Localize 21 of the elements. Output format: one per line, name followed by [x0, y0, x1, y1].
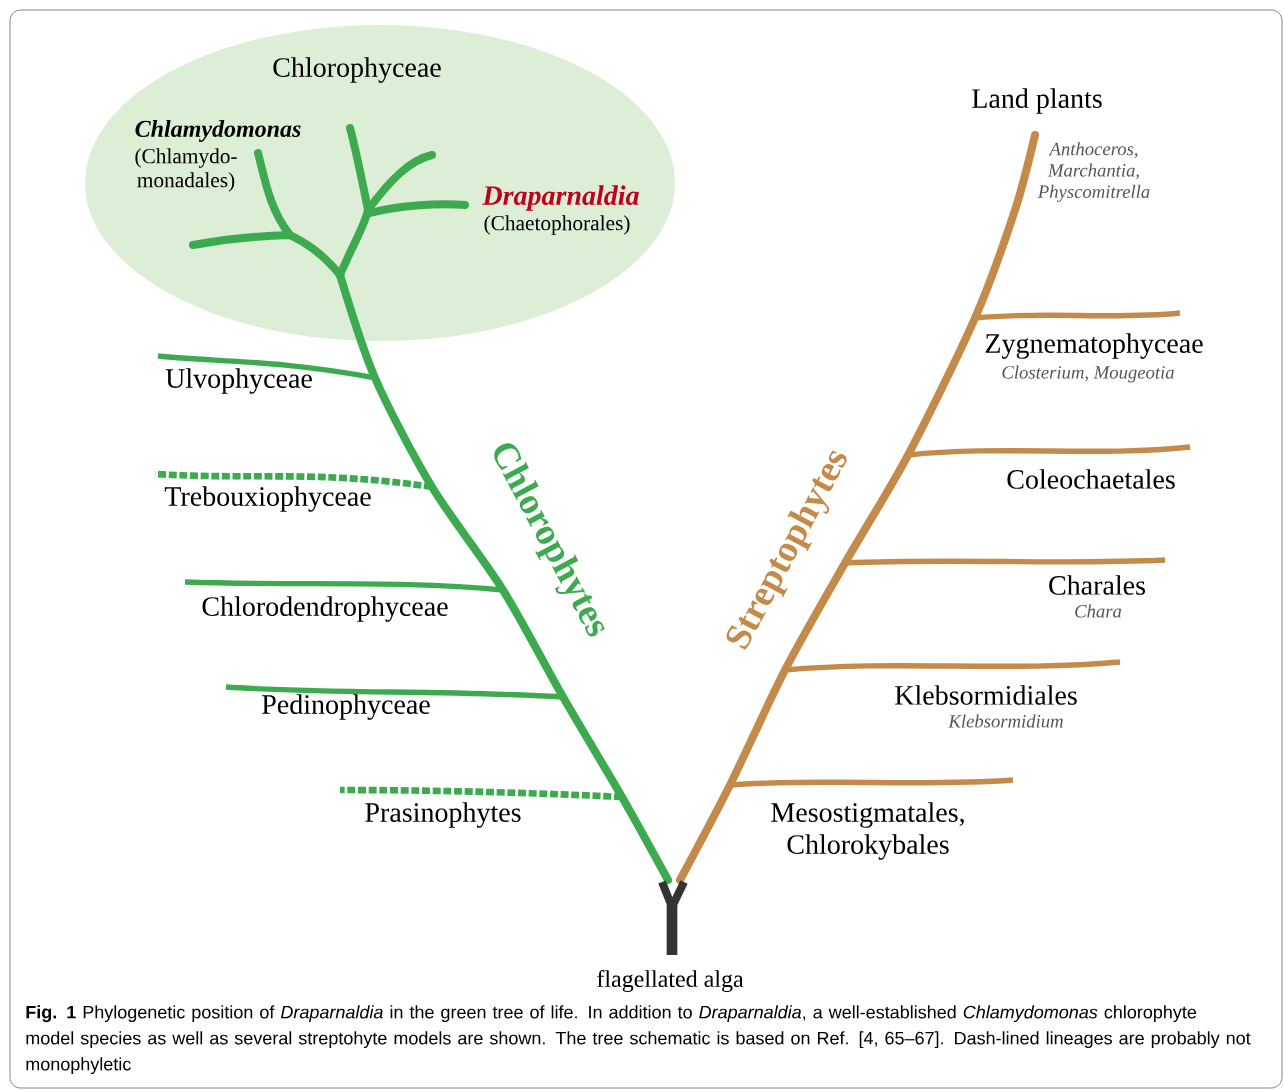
- taxon-label: Land plants: [972, 88, 1102, 114]
- order-label: (Chaetophorales): [484, 215, 630, 235]
- taxon-label: Chlamydomonas: [135, 120, 301, 142]
- order-label: (Chlamydo- monadales): [135, 148, 237, 192]
- caption: Fig. 1 Phylogenetic position of Draparnaldia in the green tree of life. In addition to Draparnaldia, a well-established Chlamydomonas chlorophyte model species as well as several streptohyte models are shown. The tree schematic is based on Ref. [4, 65–67]. Dash-lined lineages are probably not monophyletic: [26, 1005, 1251, 1075]
- taxon-label: Zygnematophyceae: [985, 333, 1203, 359]
- species-label: Anthoceros, Marchantia, Physcomitrella: [1037, 142, 1150, 202]
- species-label: Klebsormidium: [948, 714, 1063, 728]
- taxon-label: Chlorodendrophyceae: [202, 596, 448, 622]
- taxon-label: Charales: [1049, 575, 1145, 595]
- taxon-label: Coleochaetales: [1007, 469, 1175, 489]
- taxon-label: Mesostigmatales, Chlorokybales: [771, 802, 964, 860]
- taxon-label: Draparnaldia: [482, 185, 639, 211]
- taxon-label: Prasinophytes: [365, 802, 521, 828]
- species-label: Chara: [1075, 604, 1122, 618]
- taxon-label: Pedinophyceae: [262, 694, 430, 720]
- taxon-label: Klebsormidiales: [895, 685, 1077, 705]
- taxon-label: Ulvophyceae: [165, 368, 312, 394]
- taxon-label: Trebouxiophyceae: [164, 486, 371, 512]
- root-label: flagellated alga: [597, 970, 744, 993]
- species-label: Closterium, Mougeotia: [1002, 365, 1174, 383]
